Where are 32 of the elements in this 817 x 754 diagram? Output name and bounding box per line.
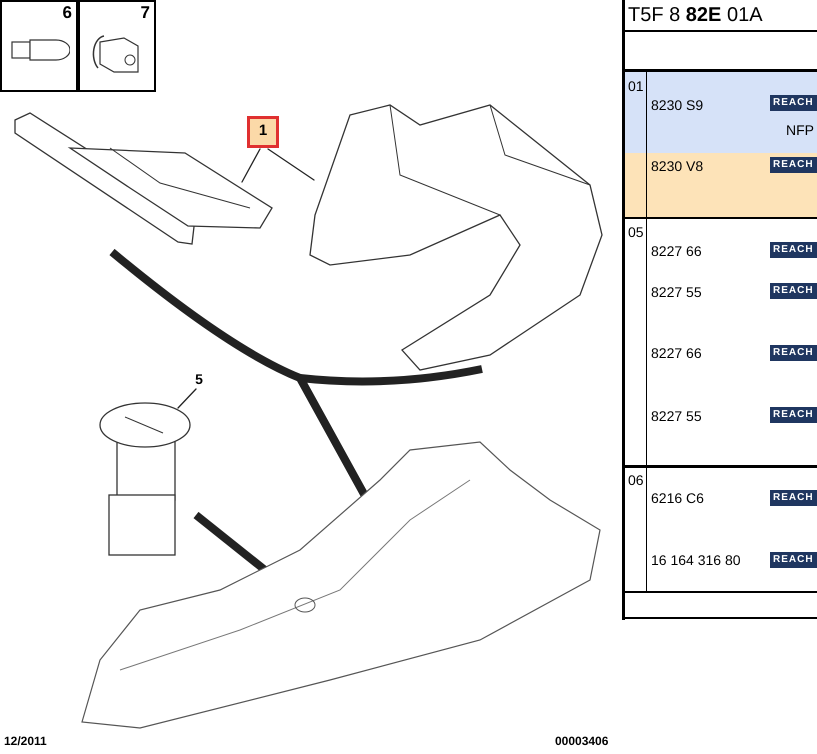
item-index: 01 bbox=[628, 78, 644, 94]
part-number: 8230 S9 bbox=[651, 97, 704, 113]
item-index: 06 bbox=[628, 472, 644, 488]
reach-badge: REACH bbox=[770, 95, 817, 111]
reference-number: 00003406 bbox=[555, 733, 608, 749]
reach-badge: REACH bbox=[770, 283, 817, 299]
reach-badge: REACH bbox=[770, 242, 817, 258]
reach-badge: REACH bbox=[770, 345, 817, 361]
part-number: 6216 C6 bbox=[651, 490, 704, 506]
callout-number: 1 bbox=[247, 116, 279, 148]
part-number: 8227 66 bbox=[651, 345, 702, 361]
item-index: 05 bbox=[628, 224, 644, 240]
leader-line bbox=[177, 388, 197, 409]
callout-number: 6 bbox=[62, 3, 72, 23]
inset-panel bbox=[0, 0, 78, 92]
inset-panel bbox=[78, 0, 156, 92]
note-text: NFP bbox=[786, 122, 814, 138]
callout-number: 5 bbox=[190, 370, 208, 388]
callout-number: 7 bbox=[140, 3, 150, 23]
part-number: 8227 55 bbox=[651, 284, 702, 300]
date-text: 12/2011 bbox=[4, 733, 47, 749]
reach-badge: REACH bbox=[770, 407, 817, 423]
part-number: 16 164 316 80 bbox=[651, 552, 741, 568]
part-number: 8230 V8 bbox=[651, 158, 704, 174]
part-code-heading: T5F 8 82E 01A bbox=[628, 4, 763, 26]
reach-badge: REACH bbox=[770, 490, 817, 506]
reach-badge: REACH bbox=[770, 157, 817, 173]
part-number: 8227 66 bbox=[651, 243, 702, 259]
reach-badge: REACH bbox=[770, 552, 817, 568]
part-number: 8227 55 bbox=[651, 408, 702, 424]
leader-line bbox=[241, 148, 261, 183]
leader-line bbox=[267, 148, 315, 181]
